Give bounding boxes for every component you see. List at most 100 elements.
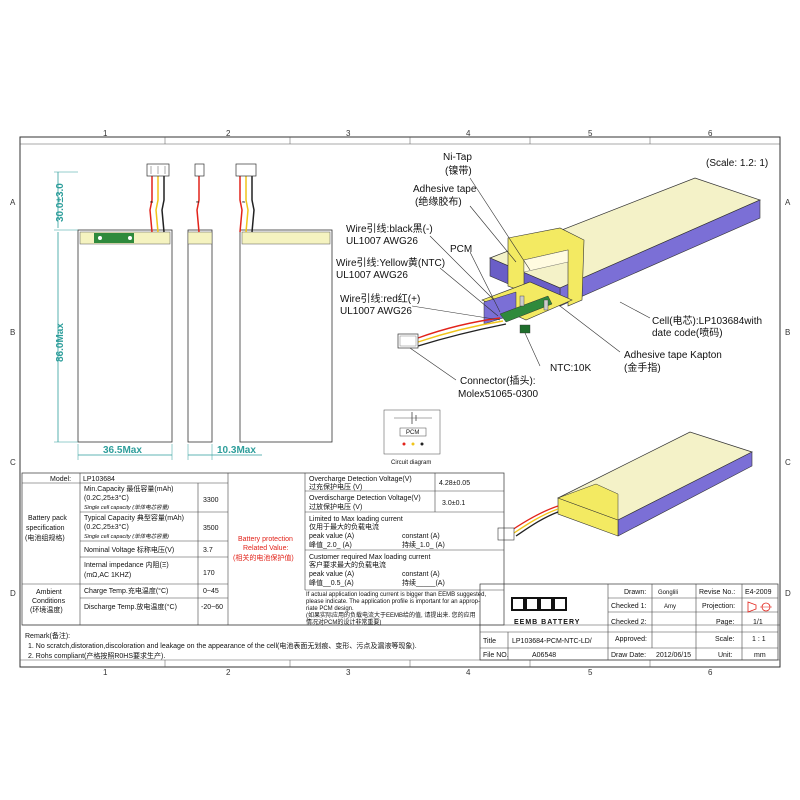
grid-row-c-right: C (785, 458, 791, 467)
spec-discharge-temp: Discharge Temp.放电温度(°C) (84, 602, 177, 611)
title-label: Title (483, 638, 496, 645)
spec-impedance-1: Internal impedance 内阻(Ξ) (84, 560, 169, 569)
customer-5: 峰值__0.5_(A) (309, 578, 354, 587)
spec-min-cap-1: Min.Capacity 最低容量(mAh) (84, 484, 173, 493)
page-label: Page: (716, 619, 734, 626)
label-cell: Cell(电芯):LP103684with (652, 314, 762, 327)
checked1-label: Checked 1: (611, 603, 646, 610)
spec-min-cap-3: Single cell capacity (单体电芯容量) (84, 504, 169, 511)
grid-col-1-bottom: 1 (103, 668, 108, 677)
label-connector-2: Molex51065-0300 (458, 389, 538, 400)
callouts: Ni-Tap (镍带) Adhesive tape (绝缘胶布) Wire引线:… (336, 152, 762, 400)
note-2: please indicate. The application profile… (306, 599, 480, 605)
protection-label-1: Battery protection (238, 536, 293, 543)
projection-symbol-icon (747, 601, 772, 613)
spec-ambient-2: Conditions (32, 598, 66, 605)
date-value: 2012/06/15 (656, 652, 691, 659)
eemb-logo: EEMB BATTERY (511, 597, 580, 626)
ntc-chip (519, 324, 531, 334)
grid-col-3: 3 (346, 129, 351, 138)
ovd-label-1: Overdischarge Detection Voltage(V) (309, 495, 421, 502)
circuit-diagram: PCM Circuit diagram (383, 409, 441, 466)
label-adhesive: Adhesive tape (413, 184, 477, 195)
grid-col-2: 2 (226, 129, 231, 138)
grid-col-1: 1 (103, 129, 108, 138)
page-value: 1/1 (753, 619, 763, 626)
note-1: If actual application loading current is… (306, 592, 486, 598)
label-wire-red-awg: UL1007 AWG26 (340, 306, 412, 317)
grid-col-4: 4 (466, 129, 471, 138)
brand-name: EEMB BATTERY (514, 619, 580, 626)
spec-typ-cap-2: (0.2C,25±3°C) (84, 523, 129, 531)
spec-min-cap-val: 3300 (203, 497, 219, 504)
file-value: A06548 (532, 652, 556, 659)
circuit-pcm-label: PCM (406, 430, 419, 436)
limit-1: Limited to Max loading current (309, 516, 403, 523)
label-ntc: NTC:10K (550, 363, 591, 374)
grid-col-6: 6 (708, 129, 713, 138)
spec-table: Model: LP103684 Battery pack specificati… (21, 472, 780, 626)
spec-charge-temp: Charge Temp.充电温度(°C) (84, 586, 168, 595)
dim-thickness: 10.3Max (217, 445, 256, 456)
exploded-cell-view (397, 177, 761, 349)
spec-impedance-2: (mΩ,AC 1KHZ) (84, 572, 131, 579)
wire-red (417, 317, 501, 339)
customer-6: 持续_____(A) (402, 578, 445, 587)
unit-label: Unit: (718, 652, 732, 659)
spec-min-cap-2: (0.2C,25±3°C) (84, 494, 129, 502)
grid-col-5: 5 (588, 129, 593, 138)
grid-row-c: C (10, 458, 16, 467)
grid-rows: A B C D A B C D (10, 198, 791, 598)
grid-col-5-bottom: 5 (588, 668, 593, 677)
customer-4: constant (A) (402, 571, 440, 578)
customer-2: 客户要求最大的负载电流 (309, 560, 386, 569)
molex-connector (397, 333, 419, 349)
title-block: EEMB BATTERY Drawn: Gonglili Revise No.:… (479, 583, 779, 661)
label-wire-yellow: Wire引线:Yellow黄(NTC) (336, 256, 445, 269)
drawn-value: Gonglili (658, 590, 678, 596)
remark-1: 1. No scratch,distoration,discoloration … (28, 641, 417, 650)
label-connector: Connector(插头): (460, 374, 536, 387)
file-label: File NO. (483, 652, 509, 659)
approved-label: Approved: (615, 636, 647, 643)
spec-typ-cap-1: Typical Capacity 典型容量(mAh) (84, 513, 184, 522)
spec-pack-label-2: specification (26, 525, 65, 532)
spec-typ-cap-val: 3500 (203, 525, 219, 532)
scale-note: (Scale: 1.2: 1) (706, 158, 768, 169)
finished-cell-view (497, 431, 753, 541)
scale-value: 1 : 1 (752, 636, 766, 643)
svg-text:≈: ≈ (196, 200, 200, 206)
title-value: LP103684-PCM-NTC-LD/ (512, 638, 592, 645)
revise-value: E4-2009 (745, 589, 772, 596)
limit-4: constant (A) (402, 533, 440, 540)
label-kapton-cn: (金手指) (624, 361, 661, 374)
label-ni-tap-cn: (镍带) (445, 164, 472, 177)
dim-width: 36.5Max (103, 445, 142, 456)
grid-columns-bottom: 1 2 3 4 5 6 (103, 660, 713, 677)
spec-nominal-v-val: 3.7 (203, 547, 213, 554)
spec-pack-label-3: (电池组规格) (25, 533, 65, 542)
grid-col-6-bottom: 6 (708, 668, 713, 677)
note-3: riate PCM design. (306, 606, 354, 612)
scale-label: Scale: (715, 636, 735, 643)
protection-label-2: Related Value: (243, 545, 288, 552)
remark-2: 2. Rohs compliant(产格按照R0HS要求生产). (28, 651, 165, 660)
grid-row-d: D (10, 589, 16, 598)
unit-value: mm (754, 652, 766, 659)
grid-columns-top: 1 2 3 4 5 6 (103, 129, 713, 144)
dim-tab-height: 30.0±3.0 (55, 183, 66, 222)
spec-model-value: LP103684 (83, 476, 115, 483)
ovd-value: 3.0±0.1 (442, 500, 465, 507)
callout-leaders (409, 177, 651, 381)
spec-nominal-v: Nominal Voltage 标称电压(V) (84, 545, 174, 554)
pcm-board (499, 295, 553, 323)
grid-row-a: A (10, 198, 16, 207)
grid-row-b-right: B (785, 328, 790, 337)
dimension-lines: 30.0±3.0 86.0Max 36.5Max 10.3Max (54, 171, 262, 460)
spec-model-label: Model: (50, 476, 71, 483)
checked2-label: Checked 2: (611, 619, 646, 626)
wire-yellow (417, 320, 504, 343)
protection-label-3: (相关的电池保护值) (233, 553, 294, 562)
circuit-label: Circuit diagram (391, 460, 431, 466)
label-wire-black: Wire引线:black黑(-) (346, 222, 433, 235)
